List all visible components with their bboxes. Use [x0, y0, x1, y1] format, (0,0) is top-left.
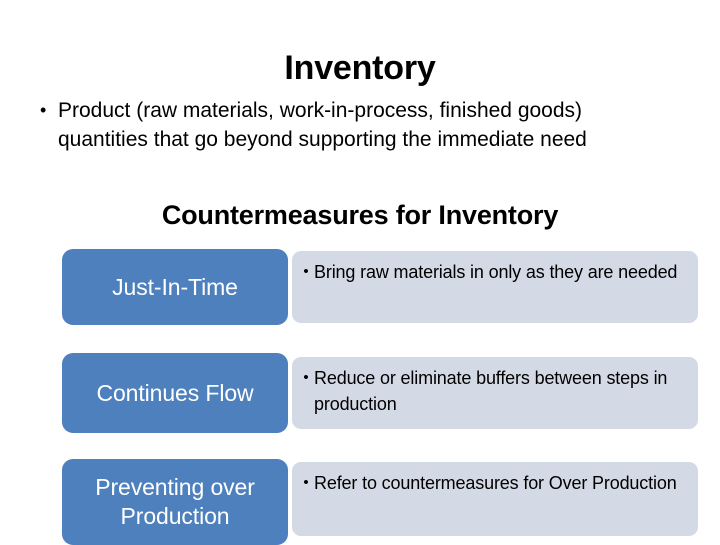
bullet-icon: •: [40, 100, 47, 120]
countermeasure-description-cell: • Bring raw materials in only as they ar…: [292, 251, 698, 323]
table-row: Just-In-Time • Bring raw materials in on…: [62, 249, 698, 339]
bullet-icon: •: [303, 474, 309, 491]
bullet-icon: •: [303, 369, 309, 386]
intro-bullet-list: • Product (raw materials, work-in-proces…: [30, 96, 680, 154]
bullet-icon: •: [303, 263, 309, 280]
countermeasure-description-text: Reduce or eliminate buffers between step…: [314, 368, 668, 414]
countermeasure-label-preventing-over-production: Preventing over Production: [62, 459, 288, 545]
countermeasures-table: Just-In-Time • Bring raw materials in on…: [62, 249, 698, 545]
countermeasure-description-cell: • Refer to countermeasures for Over Prod…: [292, 462, 698, 536]
countermeasure-label-continues-flow: Continues Flow: [62, 353, 288, 433]
countermeasure-description-cell: • Reduce or eliminate buffers between st…: [292, 357, 698, 429]
section-heading: Countermeasures for Inventory: [161, 200, 559, 230]
table-row: Continues Flow • Reduce or eliminate buf…: [62, 353, 698, 445]
countermeasure-label-just-in-time: Just-In-Time: [62, 249, 288, 325]
countermeasure-description-text: Refer to countermeasures for Over Produc…: [314, 473, 677, 493]
list-item: • Product (raw materials, work-in-proces…: [30, 96, 680, 154]
table-row: Preventing over Production • Refer to co…: [62, 459, 698, 545]
countermeasure-description-text: Bring raw materials in only as they are …: [314, 262, 678, 282]
intro-text: Product (raw materials, work-in-process,…: [58, 99, 587, 151]
page-title: Inventory: [284, 49, 436, 87]
